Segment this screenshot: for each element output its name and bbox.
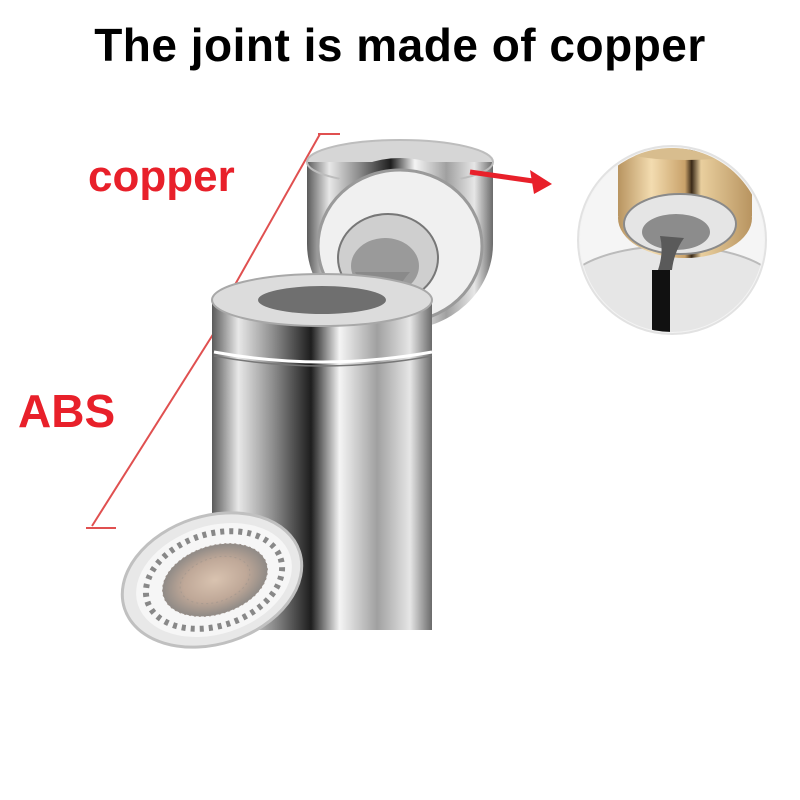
arrow-right-icon <box>469 169 552 194</box>
magnified-joint-inset <box>577 145 767 335</box>
page-title: The joint is made of copper <box>94 19 706 71</box>
abs-label: ABS <box>18 385 116 437</box>
copper-joint <box>306 139 494 330</box>
copper-label: copper <box>88 152 235 201</box>
abs-body <box>120 273 433 649</box>
